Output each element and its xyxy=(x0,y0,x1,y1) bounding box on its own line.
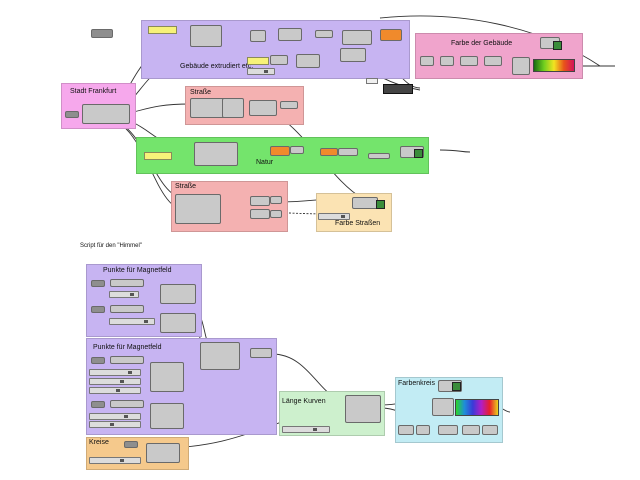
component-node[interactable] xyxy=(484,56,502,66)
component-node[interactable] xyxy=(320,148,338,156)
component-node[interactable] xyxy=(345,395,381,423)
gradient-bar[interactable] xyxy=(533,59,575,72)
component-node[interactable] xyxy=(270,196,282,204)
swatch-icon xyxy=(376,200,385,209)
component-node[interactable] xyxy=(278,28,302,41)
component-node[interactable] xyxy=(146,443,180,463)
point-node[interactable] xyxy=(91,280,105,287)
component-node[interactable] xyxy=(150,362,184,392)
component-node[interactable] xyxy=(438,425,458,435)
component-node[interactable] xyxy=(342,30,372,45)
component-node[interactable] xyxy=(352,197,378,209)
component-node[interactable] xyxy=(380,29,402,41)
component-node[interactable] xyxy=(290,146,304,154)
group-title: Punkte für Magnetfeld xyxy=(93,344,162,351)
component-node[interactable] xyxy=(368,153,390,159)
point-node[interactable] xyxy=(91,306,105,313)
component-node[interactable] xyxy=(250,348,272,358)
component-node[interactable] xyxy=(222,98,244,118)
component-node[interactable] xyxy=(512,57,530,75)
component-node[interactable] xyxy=(340,48,366,62)
component-node[interactable] xyxy=(150,403,184,429)
preview-node[interactable] xyxy=(383,84,413,94)
component-node[interactable] xyxy=(432,398,454,416)
point-node[interactable] xyxy=(91,401,105,408)
input-node[interactable] xyxy=(91,29,113,38)
component-node[interactable] xyxy=(270,210,282,218)
group-title: Straße xyxy=(190,89,212,96)
group-title: Stadt Frankfurt xyxy=(70,88,117,95)
slider[interactable] xyxy=(89,387,141,394)
script-heading: Script für den "Himmel" xyxy=(80,243,142,249)
yellow-panel[interactable] xyxy=(144,152,172,160)
component-node[interactable] xyxy=(110,279,144,287)
group-title: Farbe Straßen xyxy=(335,220,381,227)
component-node[interactable] xyxy=(398,425,414,435)
swatch-icon xyxy=(452,382,461,391)
slider[interactable] xyxy=(318,213,350,220)
component-node[interactable] xyxy=(110,400,144,408)
component-node[interactable] xyxy=(175,194,221,224)
group-title: Farbe der Gebäude xyxy=(451,40,513,47)
gradient-bar[interactable] xyxy=(455,399,499,416)
component-node[interactable] xyxy=(440,56,454,66)
group-title: Natur xyxy=(256,159,274,166)
component-node[interactable] xyxy=(160,313,196,333)
group-title: Straße xyxy=(175,183,197,190)
component-node[interactable] xyxy=(270,146,290,156)
point-node[interactable] xyxy=(91,357,105,364)
yellow-panel[interactable] xyxy=(247,57,269,65)
slider[interactable] xyxy=(89,378,141,385)
slider[interactable] xyxy=(247,68,275,75)
slider[interactable] xyxy=(89,457,141,464)
component-node[interactable] xyxy=(280,101,298,109)
swatch-icon xyxy=(553,41,562,50)
yellow-panel[interactable] xyxy=(148,26,177,34)
group-title: Länge Kurven xyxy=(282,398,326,405)
component-node[interactable] xyxy=(315,30,333,38)
group-title: Farbenkreis xyxy=(398,380,435,387)
group-title: Kreise xyxy=(89,439,109,446)
component-node[interactable] xyxy=(82,104,130,124)
file-node[interactable] xyxy=(65,111,79,118)
component-node[interactable] xyxy=(194,142,238,166)
component-node[interactable] xyxy=(250,196,270,206)
component-node[interactable] xyxy=(416,425,430,435)
component-node[interactable] xyxy=(250,209,270,219)
slider[interactable] xyxy=(282,426,330,433)
slider[interactable] xyxy=(89,421,141,428)
group-title: Punkte für Magnetfeld xyxy=(103,267,172,274)
component-node[interactable] xyxy=(190,98,226,118)
slider[interactable] xyxy=(89,413,141,420)
component-node[interactable] xyxy=(338,148,358,156)
slider[interactable] xyxy=(109,318,155,325)
swatch-icon xyxy=(414,149,423,158)
component-node[interactable] xyxy=(270,55,288,65)
component-node[interactable] xyxy=(200,342,240,370)
slider[interactable] xyxy=(89,369,141,376)
component-node[interactable] xyxy=(249,100,277,116)
group-gebaeude: Gebäude extrudiert etc. xyxy=(141,20,410,79)
component-node[interactable] xyxy=(190,25,222,47)
group-title: Gebäude extrudiert etc. xyxy=(180,63,254,70)
component-node[interactable] xyxy=(462,425,480,435)
component-node[interactable] xyxy=(250,30,266,42)
param-tag xyxy=(366,78,378,84)
component-node[interactable] xyxy=(160,284,196,304)
component-node[interactable] xyxy=(482,425,498,435)
slider[interactable] xyxy=(109,291,139,298)
component-node[interactable] xyxy=(296,54,320,68)
point-node[interactable] xyxy=(124,441,138,448)
component-node[interactable] xyxy=(420,56,434,66)
component-node[interactable] xyxy=(110,305,144,313)
component-node[interactable] xyxy=(110,356,144,364)
component-node[interactable] xyxy=(460,56,478,66)
